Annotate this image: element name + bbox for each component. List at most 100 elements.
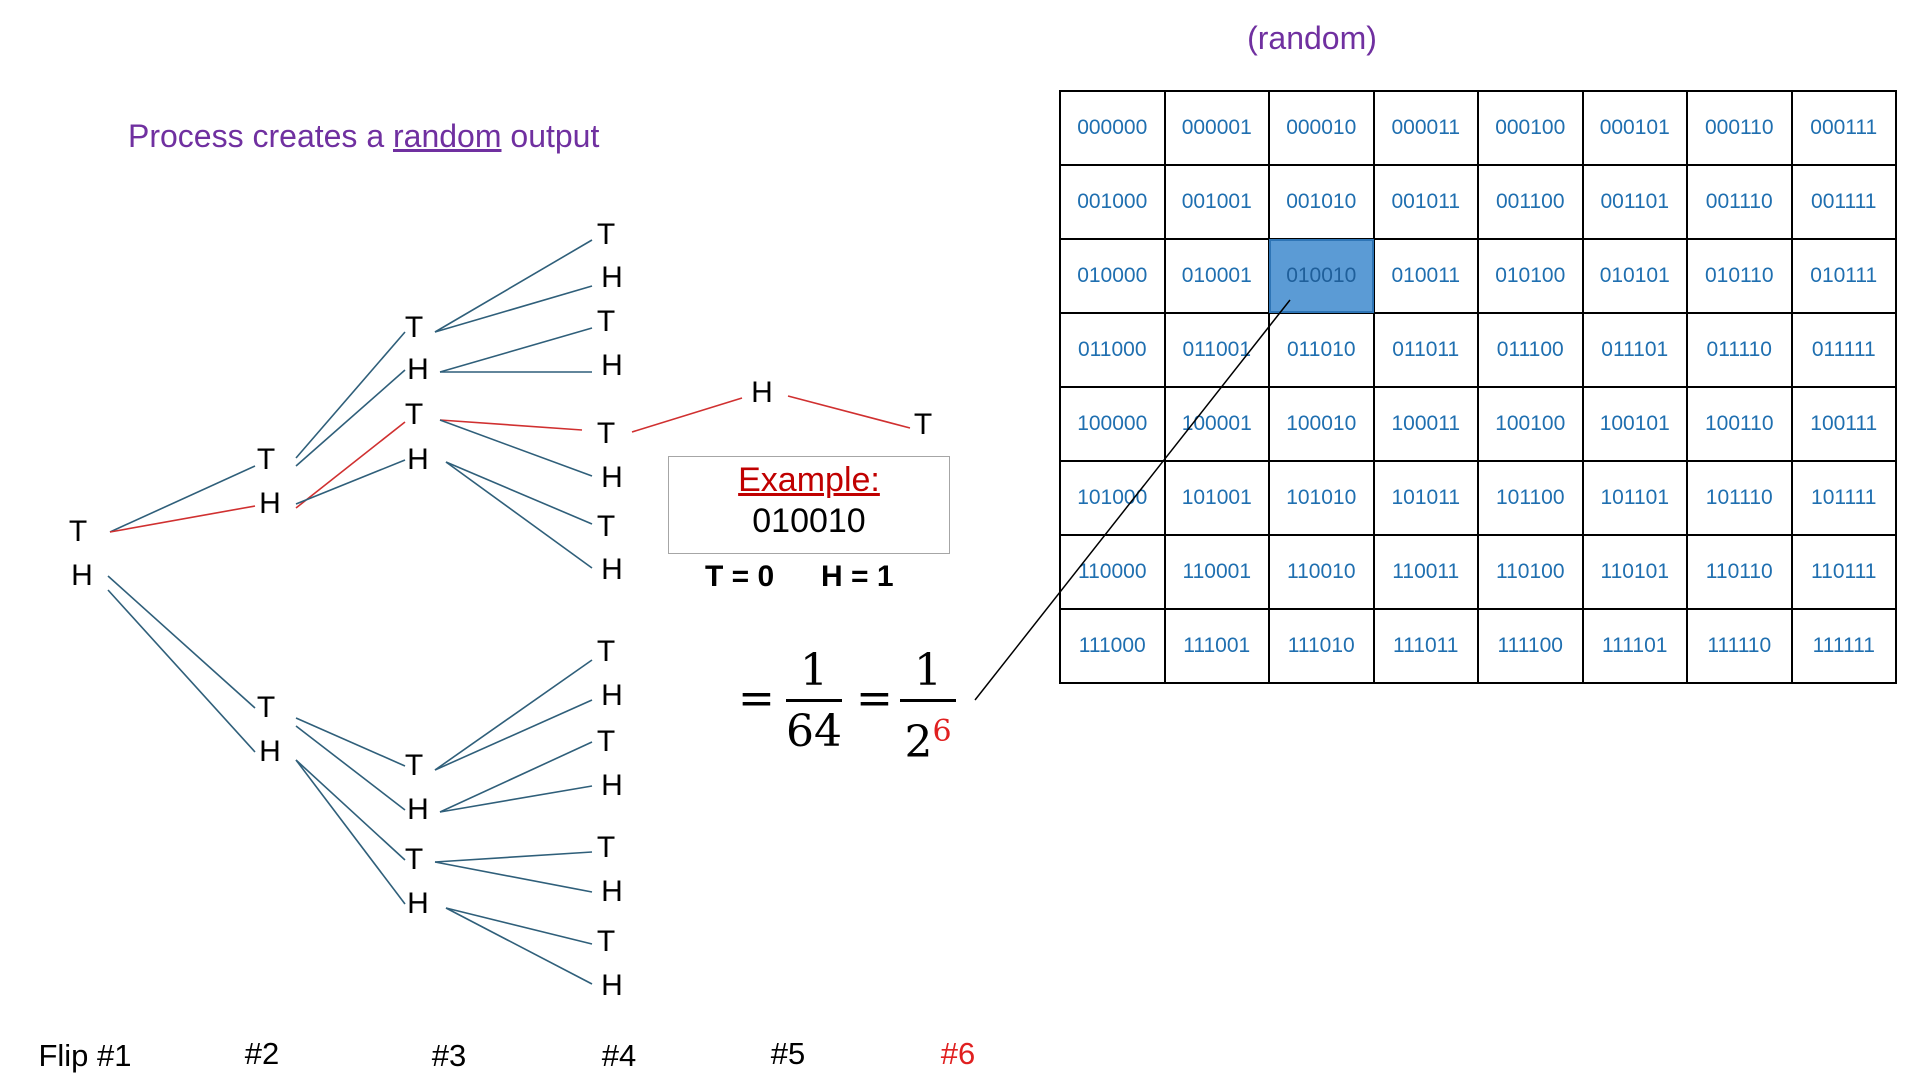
tree-node-tails: T — [256, 443, 276, 476]
tree-branch — [295, 331, 406, 459]
tree-node-tails: T — [596, 635, 616, 668]
tree-node-heads: H — [601, 969, 623, 1002]
tree-branch — [434, 699, 593, 771]
legend-tails: T = 0 — [705, 560, 775, 593]
fraction-2-denominator: 26 — [900, 706, 956, 768]
outcome-cell: 011101 — [1582, 313, 1687, 387]
outcome-cell: 000111 — [1791, 91, 1896, 165]
tree-node-tails: T — [256, 691, 276, 724]
fraction-1-numerator: 1 — [800, 645, 828, 696]
tree-branch — [439, 327, 593, 373]
outcome-cell: 110001 — [1164, 535, 1269, 609]
outcome-cell: 000011 — [1373, 91, 1478, 165]
outcome-cell: 101111 — [1791, 461, 1896, 535]
outcome-cell: 010011 — [1373, 239, 1478, 313]
tree-node-tails: T — [404, 398, 424, 431]
outcome-cell: 100010 — [1269, 387, 1374, 461]
outcome-cell: 010101 — [1582, 239, 1687, 313]
outcome-cell: 100011 — [1373, 387, 1478, 461]
tree-node-tails: T — [596, 305, 616, 338]
outcome-cell: 111011 — [1373, 609, 1478, 683]
example-title: Example: — [738, 461, 880, 499]
outcome-cell: 001010 — [1269, 165, 1374, 239]
outcome-cell: 110100 — [1478, 535, 1583, 609]
tree-node-tails: T — [596, 925, 616, 958]
outcome-cell: 101001 — [1164, 461, 1269, 535]
tree-branch — [295, 459, 406, 505]
outcome-cell: 010110 — [1687, 239, 1792, 313]
tree-node-heads: H — [601, 769, 623, 802]
tree-branch — [295, 717, 406, 767]
tree-node-heads: H — [601, 461, 623, 494]
process-title: Process creates a random output — [128, 118, 599, 155]
outcome-cell: 011000 — [1060, 313, 1165, 387]
outcome-cell: 000010 — [1269, 91, 1374, 165]
outcome-cell: 001001 — [1164, 165, 1269, 239]
outcome-cell: 001011 — [1373, 165, 1478, 239]
example-value: 010010 — [752, 502, 866, 540]
example-box: Example: 010010 — [668, 456, 950, 554]
tree-node-tails: T — [596, 417, 616, 450]
tree-node-tails: T — [68, 515, 88, 548]
tree-node-heads: H — [751, 376, 773, 409]
outcome-cell: 101010 — [1269, 461, 1374, 535]
tree-branch — [434, 659, 593, 771]
tree-node-heads: H — [259, 487, 281, 520]
tree-node-tails: T — [596, 725, 616, 758]
random-label: (random) — [1247, 20, 1377, 56]
tree-branch — [445, 907, 593, 985]
outcome-cell: 101101 — [1582, 461, 1687, 535]
tree-branch — [434, 285, 593, 333]
tree-node-heads: H — [407, 887, 429, 920]
tree-node-heads: H — [601, 875, 623, 908]
tree-node-tails: T — [404, 843, 424, 876]
flip-label-2: #2 — [244, 1036, 280, 1071]
formula-equals-2: = — [856, 673, 893, 724]
tree-node-heads: H — [71, 559, 93, 592]
fraction-2-bar — [900, 699, 956, 702]
tree-node-tails: T — [913, 408, 933, 441]
outcome-cell: 111001 — [1164, 609, 1269, 683]
outcome-cell: 110101 — [1582, 535, 1687, 609]
outcome-cell: 010100 — [1478, 239, 1583, 313]
flip-label-6: #6 — [940, 1036, 976, 1071]
fraction-1-over-2-pow-6: 1 26 — [900, 645, 956, 768]
tree-node-tails: T — [404, 749, 424, 782]
flip-label-3: #3 — [431, 1038, 467, 1073]
outcome-cell: 000000 — [1060, 91, 1165, 165]
outcome-cell: 011011 — [1373, 313, 1478, 387]
flip-label-5: #5 — [770, 1036, 806, 1071]
tree-node-heads: H — [407, 443, 429, 476]
outcome-cell-highlighted: 010010 — [1269, 239, 1374, 313]
outcome-cell: 111000 — [1060, 609, 1165, 683]
fraction-2-exponent: 6 — [932, 714, 952, 749]
tree-node-heads: H — [601, 553, 623, 586]
outcome-cell: 111100 — [1478, 609, 1583, 683]
outcome-cell: 101100 — [1478, 461, 1583, 535]
tree-node-tails: T — [596, 218, 616, 251]
outcome-cell: 111110 — [1687, 609, 1792, 683]
tree-branch — [107, 589, 256, 753]
tree-node-heads: H — [407, 793, 429, 826]
fraction-1-denominator: 64 — [786, 706, 842, 757]
tree-node-tails: T — [596, 510, 616, 543]
tree-node-heads: H — [407, 353, 429, 386]
outcome-cell: 100000 — [1060, 387, 1165, 461]
outcome-cell: 001101 — [1582, 165, 1687, 239]
tree-branch-highlighted — [439, 419, 583, 431]
outcome-cell: 010000 — [1060, 239, 1165, 313]
tree-branch-highlighted — [787, 395, 911, 429]
process-title-underlined: random — [393, 118, 502, 154]
tree-branch — [445, 461, 593, 525]
outcome-cell: 011111 — [1791, 313, 1896, 387]
tree-branch — [295, 759, 406, 905]
tree-branch — [439, 741, 593, 813]
tree-branch-highlighted — [631, 397, 743, 433]
outcome-cell: 111111 — [1791, 609, 1896, 683]
outcome-cell: 100001 — [1164, 387, 1269, 461]
outcome-cell: 001111 — [1791, 165, 1896, 239]
outcome-cell: 000101 — [1582, 91, 1687, 165]
process-title-suffix: output — [501, 118, 600, 154]
formula-equals-1: = — [738, 673, 775, 724]
